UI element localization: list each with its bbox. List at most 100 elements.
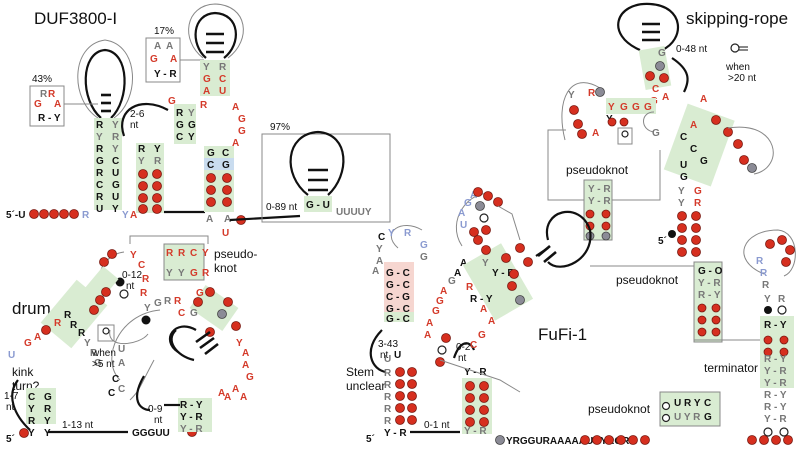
svg-text:R: R xyxy=(200,100,208,111)
svg-text:A: A xyxy=(460,258,467,269)
svg-text:G: G xyxy=(238,114,246,125)
svg-text:G: G xyxy=(632,102,640,113)
svg-text:Y: Y xyxy=(130,250,137,261)
svg-text:A: A xyxy=(372,266,379,277)
svg-text:A: A xyxy=(242,360,249,371)
svg-text:Y - R: Y - R xyxy=(180,412,203,423)
svg-text:U: U xyxy=(96,204,103,215)
svg-text:R: R xyxy=(756,256,764,267)
svg-text:G: G xyxy=(154,298,162,309)
svg-text:A: A xyxy=(232,138,239,149)
svg-text:G: G xyxy=(207,148,215,159)
svg-text:G: G xyxy=(203,74,211,85)
svg-text:C: C xyxy=(112,374,119,385)
svg-text:R: R xyxy=(70,320,78,331)
svg-text:R: R xyxy=(154,156,162,167)
duf-range-0-89: 0-89 nt xyxy=(266,202,297,213)
drum-1-7-a: 1-7 xyxy=(4,391,19,402)
svg-text:C: C xyxy=(652,84,659,95)
svg-text:R: R xyxy=(176,108,184,119)
duf-43-box xyxy=(29,85,65,127)
svg-text:C: C xyxy=(190,248,197,259)
svg-text:A: A xyxy=(154,41,161,52)
svg-text:C: C xyxy=(138,260,145,271)
svg-text:G: G xyxy=(432,306,440,317)
duf-terminator-loop xyxy=(289,130,345,196)
skip-five-prime: 5´ xyxy=(658,236,667,247)
svg-text:Y - R: Y - R xyxy=(464,426,487,437)
fufi-0-2-b: nt xyxy=(458,353,467,364)
svg-text:R: R xyxy=(404,228,412,239)
svg-text:A: A xyxy=(700,94,707,105)
fufi-pseudoknot-bottom: pseudoknot xyxy=(588,402,651,416)
svg-text:R: R xyxy=(384,380,392,391)
svg-text:R: R xyxy=(140,288,148,299)
svg-text:R: R xyxy=(384,404,392,415)
drum-1-7-b: nt xyxy=(6,402,15,413)
svg-text:R - Y: R - Y xyxy=(764,320,787,331)
svg-text:G: G xyxy=(188,120,196,131)
svg-text:R: R xyxy=(202,268,210,279)
svg-text:A: A xyxy=(166,41,173,52)
svg-text:R: R xyxy=(174,296,182,307)
svg-text:R - Y: R - Y xyxy=(470,294,493,305)
svg-text:G: G xyxy=(44,392,52,403)
svg-text:Y: Y xyxy=(138,156,145,167)
svg-text:A: A xyxy=(224,214,231,225)
duf-pct-97: 97% xyxy=(270,122,290,133)
fufi-0-2-a: 0-2 xyxy=(456,342,471,353)
svg-text:Y: Y xyxy=(122,210,129,221)
svg-text:A: A xyxy=(440,286,447,297)
svg-text:G: G xyxy=(448,276,456,287)
duf-pct-43: 43% xyxy=(32,74,52,85)
svg-text:A: A xyxy=(690,120,697,131)
svg-text:R - Y: R - Y xyxy=(764,402,787,413)
svg-text:A: A xyxy=(203,86,210,97)
duf3800-title: DUF3800-I xyxy=(34,9,117,28)
svg-text:Y - R: Y - R xyxy=(764,414,787,425)
svg-text:U R Y: U R Y xyxy=(674,398,701,409)
svg-text:C: C xyxy=(96,180,103,191)
duf-left-stem xyxy=(94,118,122,210)
svg-text:C - G: C - G xyxy=(386,292,410,303)
svg-text:R - Y: R - Y xyxy=(764,390,787,401)
svg-text:R: R xyxy=(96,120,104,131)
drum-pseudoknot-a: pseudo- xyxy=(214,247,257,261)
skip-range: 0-48 nt xyxy=(676,44,707,55)
svg-text:G: G xyxy=(700,156,708,167)
svg-text:Y: Y xyxy=(678,186,685,197)
duf-tail: UUUUY xyxy=(336,207,372,218)
svg-text:Y: Y xyxy=(84,338,91,349)
svg-text:Y - R: Y - R xyxy=(764,366,787,377)
svg-text:U: U xyxy=(219,86,226,97)
fufi-3-43-a: 3-43 xyxy=(378,339,398,350)
svg-text:Y: Y xyxy=(188,108,195,119)
svg-text:G: G xyxy=(620,102,628,113)
svg-text:A: A xyxy=(206,214,213,225)
duf-top-loop xyxy=(194,11,237,59)
svg-text:C: C xyxy=(378,232,385,243)
svg-text:Y: Y xyxy=(236,338,243,349)
svg-text:G - C: G - C xyxy=(386,304,410,315)
svg-text:A: A xyxy=(232,384,239,395)
svg-text:R: R xyxy=(54,318,62,329)
skip-top-loop xyxy=(617,2,679,52)
svg-text:G: G xyxy=(644,102,652,113)
svg-text:G: G xyxy=(652,128,660,139)
drum-0-12-a: 0-12 xyxy=(122,270,142,281)
svg-text:A: A xyxy=(240,392,247,403)
svg-text:C: C xyxy=(176,132,183,143)
svg-text:Y - R: Y - R xyxy=(384,428,407,439)
svg-text:Y: Y xyxy=(44,428,51,439)
svg-text:Y - R: Y - R xyxy=(588,196,611,207)
svg-text:Y - R: Y - R xyxy=(588,184,611,195)
drum-range-1-13: 1-13 nt xyxy=(62,420,93,431)
svg-text:R: R xyxy=(96,168,104,179)
svg-text:A: A xyxy=(34,332,41,343)
svg-text:U: U xyxy=(680,160,687,171)
svg-text:U Y R: U Y R xyxy=(674,412,701,423)
svg-text:C: C xyxy=(690,144,697,155)
svg-text:Y - R: Y - R xyxy=(180,424,203,435)
